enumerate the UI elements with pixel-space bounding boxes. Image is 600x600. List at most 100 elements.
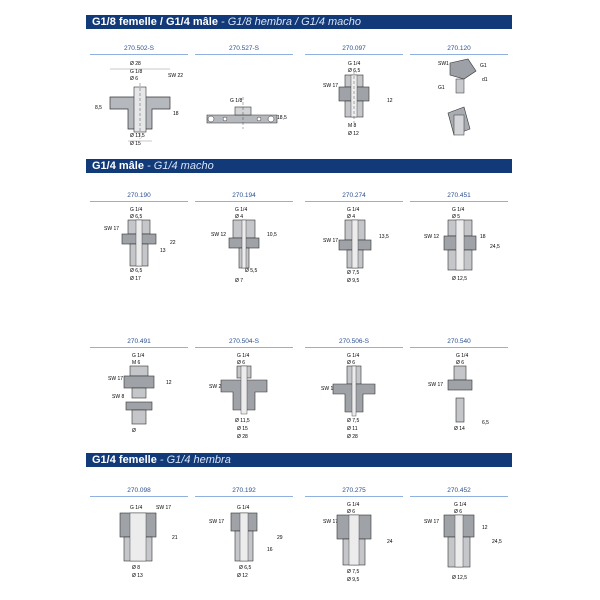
dimension-label: 18 <box>480 234 486 240</box>
product-code: 270.097 <box>342 45 366 52</box>
dimension-label: 18 <box>173 111 179 117</box>
divider <box>90 201 188 202</box>
technical-drawing: G 1/4 Ø 6 SW 17 Ø 12,5 12 24,5 <box>424 502 502 581</box>
product-code: 270.491 <box>127 338 151 345</box>
technical-drawing: G 1/4 M 6 SW 17 SW 8 Ø 12 <box>108 353 172 434</box>
dimension-label: SW 12 <box>424 234 439 240</box>
dimension-label: SW 17 <box>104 226 119 232</box>
dimension-label: G1 <box>480 63 487 69</box>
technical-drawing: G 1/4 SW 17 Ø 8 Ø 13 21 <box>119 505 178 579</box>
technical-drawing: G 1/4 SW 17 Ø 6,5 Ø 12 16 29 <box>209 505 283 579</box>
dimension-label: SW 17 <box>108 376 123 382</box>
section-subtitle: - G1/4 macho <box>147 160 214 172</box>
product-code: 270.502-S <box>124 45 154 52</box>
divider <box>90 347 188 348</box>
dimension-label: Ø 6 <box>347 509 355 515</box>
dimension-label: Ø 5 <box>452 214 460 220</box>
dimension-label: Ø 9,5 <box>347 278 359 284</box>
divider <box>305 347 403 348</box>
section-header: G1/4 femelle - G1/4 hembra <box>86 453 512 467</box>
dimension-label: 16 <box>267 547 273 553</box>
dimension-label: Ø 6 <box>130 76 138 82</box>
dimension-label: Ø 28 <box>347 434 358 440</box>
dimension-label: Ø 11,5 <box>235 418 250 424</box>
dimension-label: G 1/4 <box>347 207 359 213</box>
dimension-label: Ø 6 <box>347 360 355 366</box>
dimension-label: Ø 28 <box>237 434 248 440</box>
dimension-label: G 1/8 <box>230 98 242 104</box>
dimension-label: G1 <box>438 85 445 91</box>
dimension-label: 12 <box>166 380 172 386</box>
product-code: 270.451 <box>447 192 471 199</box>
divider <box>305 201 403 202</box>
dimension-label: Ø 12,5 <box>452 575 467 581</box>
divider <box>305 54 403 55</box>
technical-drawing: SW1 G1 G1 d1 <box>438 58 488 136</box>
dimension-label: 29 <box>277 535 283 541</box>
dimension-label: Ø 11 <box>347 426 358 432</box>
product-code: 270.274 <box>342 192 366 199</box>
divider <box>195 496 293 497</box>
technical-drawing: Ø 28 G 1/8 Ø 6 SW 22 Ø 11,5 Ø 15 8,5 18 <box>95 61 183 147</box>
divider <box>195 347 293 348</box>
dimension-label: G 1/4 <box>130 505 142 511</box>
dimension-label: G 1/4 <box>237 505 249 511</box>
dimension-label: Ø 14 <box>454 426 465 432</box>
section-title: G1/4 mâle <box>92 160 144 172</box>
dimension-label: 24 <box>387 539 393 545</box>
dimension-label: SW 22 <box>168 73 183 79</box>
dimension-label: 21 <box>172 535 178 541</box>
dimension-label: Ø 12 <box>348 131 359 137</box>
product-code: 270.540 <box>447 338 471 345</box>
dimension-label: 13 <box>160 248 166 254</box>
technical-drawing: G 1/4 Ø 6,5 SW 17 M 8 Ø 12 12 <box>323 61 393 137</box>
dimension-label: Ø 7,5 <box>347 270 359 276</box>
dimension-label: Ø 6 <box>456 360 464 366</box>
dimension-label: Ø 11,5 <box>130 133 145 139</box>
dimension-label: d1 <box>482 77 488 83</box>
dimension-label: SW 17 <box>424 519 439 525</box>
technical-drawing: G 1/8 18,5 <box>206 97 287 129</box>
dimension-label: Ø 17 <box>130 276 141 282</box>
dimension-label: 6,5 <box>482 420 489 426</box>
dimension-label: G 1/4 <box>347 353 359 359</box>
dimension-label: G 1/4 <box>452 207 464 213</box>
divider <box>410 496 508 497</box>
technical-drawing: G 1/4 Ø 6 SW 17 Ø 14 6,5 <box>428 353 489 432</box>
dimension-label: SW 17 <box>323 519 338 525</box>
dimension-label: Ø 6,5 <box>239 565 251 571</box>
dimension-label: Ø 7,5 <box>347 418 359 424</box>
dimension-label: Ø 13 <box>132 573 143 579</box>
dimension-label: SW 8 <box>112 394 124 400</box>
dimension-label: G 1/4 <box>237 353 249 359</box>
dimension-label: Ø 12,5 <box>452 276 467 282</box>
divider <box>90 54 188 55</box>
technical-drawing: G 1/4 Ø 5 SW 12 Ø 12,5 18 24,5 <box>424 207 500 282</box>
divider <box>305 496 403 497</box>
technical-drawing: G 1/4 Ø 6 SW 17 Ø 7,5 Ø 11 Ø 28 <box>321 353 376 440</box>
dimension-label: SW1 <box>438 61 449 67</box>
dimension-label: Ø 6,5 <box>130 214 142 220</box>
dimension-label: SW 17 <box>428 382 443 388</box>
dimension-label: 24,5 <box>492 539 502 545</box>
technical-drawing: G 1/4 Ø 6 SW 17 Ø 7,5 Ø 9,5 24 <box>323 502 393 583</box>
dimension-label: G 1/4 <box>347 502 359 508</box>
dimension-label: 22 <box>170 240 176 246</box>
dimension-label: 12 <box>387 98 393 104</box>
product-code: 270.275 <box>342 487 366 494</box>
dimension-label: M 6 <box>132 360 141 366</box>
dimension-label: Ø 12 <box>237 573 248 579</box>
dimension-label: 24,5 <box>490 244 500 250</box>
dimension-label: Ø 4 <box>347 214 355 220</box>
product-code: 270.504-S <box>229 338 259 345</box>
dimension-label: Ø 6,5 <box>130 268 142 274</box>
dimension-label: G 1/8 <box>130 69 142 75</box>
dimension-label: 12 <box>482 525 488 531</box>
dimension-label: SW 12 <box>211 232 226 238</box>
dimension-label: Ø 5,5 <box>245 268 257 274</box>
dimension-label: SW 17 <box>323 83 338 89</box>
dimension-label: 8,5 <box>95 105 102 111</box>
dimension-label: G 1/4 <box>348 61 360 67</box>
dimension-label: Ø 7,5 <box>347 569 359 575</box>
